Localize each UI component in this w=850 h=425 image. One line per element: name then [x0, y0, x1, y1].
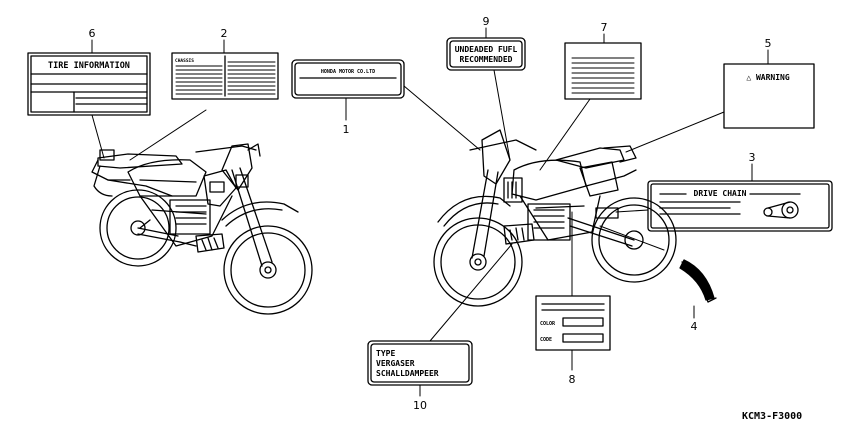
unleaded-fuel-label	[446, 37, 526, 71]
curved-chain-sticker	[679, 259, 717, 303]
callout-10: 10	[413, 399, 427, 412]
type-line2-text: VERGASER	[376, 359, 415, 368]
unleaded-line2-text: RECOMMENDED	[460, 55, 513, 64]
right-motorcycle	[433, 129, 677, 307]
unleaded-line1-text: UNDEADED FUFL	[455, 45, 518, 54]
drive-chain-label	[647, 180, 833, 232]
leader-lines	[91, 27, 769, 397]
callout-5: 5	[765, 37, 772, 50]
honda-motor-label	[291, 59, 405, 99]
warning-text: △ WARNING	[746, 73, 790, 82]
chain-sprocket-icon	[763, 201, 799, 219]
callout-1: 1	[343, 123, 350, 136]
left-motorcycle	[91, 143, 313, 315]
code-text: CODE	[540, 337, 552, 343]
chassis-label	[171, 52, 279, 100]
tire-information-text: TIRE INFORMATION	[48, 61, 130, 71]
callout-8: 8	[569, 373, 576, 386]
type-line3-text: SCHALLDAMPEER	[376, 369, 439, 378]
callout-6: 6	[89, 27, 96, 40]
notice-label	[564, 42, 642, 100]
tire-information-label	[27, 52, 151, 116]
callout-2: 2	[221, 27, 228, 40]
chassis-text: CHASSIS	[175, 58, 194, 64]
callout-4: 4	[691, 320, 698, 333]
callout-9: 9	[483, 15, 490, 28]
type-line1-text: TYPE	[376, 349, 395, 358]
callout-7: 7	[601, 21, 608, 34]
diagram-code: KCM3-F3000	[742, 411, 802, 422]
drive-chain-text: DRIVE CHAIN	[694, 189, 747, 198]
callout-3: 3	[749, 151, 756, 164]
warning-label	[723, 63, 815, 129]
color-text: COLOR	[540, 321, 556, 327]
honda-motor-text: HONDA MOTOR CO.LTD	[321, 69, 375, 75]
color-code-label	[535, 295, 611, 351]
